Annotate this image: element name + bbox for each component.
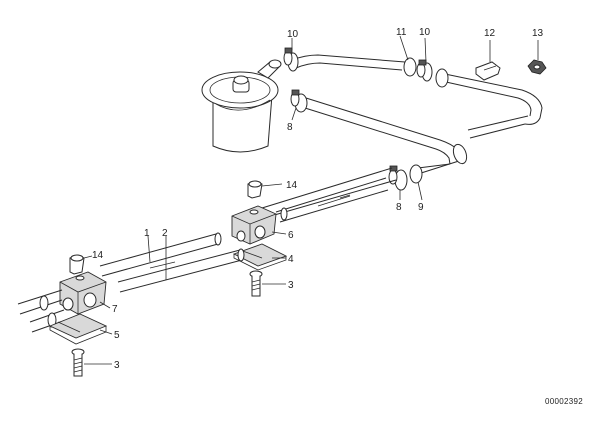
callout-2: 2 (162, 228, 168, 239)
push-nut (527, 59, 547, 75)
fuel-filter (201, 59, 282, 153)
callout-1: 1 (144, 228, 150, 239)
callout-14-upper: 14 (286, 180, 298, 191)
pipe-bracket-front (59, 271, 107, 315)
fuel-pipes-rear (261, 167, 397, 223)
clip-front (48, 313, 108, 345)
hose-clamp-upper-right (416, 59, 433, 82)
retaining-clip (475, 61, 501, 81)
hose-end-right (435, 68, 449, 88)
callout-labels: 10 11 10 12 13 8 8 9 14 6 4 3 1 2 14 7 5… (92, 27, 544, 371)
callout-9: 9 (418, 202, 424, 213)
return-hose-upper (291, 54, 543, 139)
callout-3-front: 3 (114, 360, 120, 371)
callout-12: 12 (484, 28, 496, 39)
grommet-lower (69, 254, 85, 275)
hose-clamp-upper-left (283, 47, 299, 72)
callout-8-lower: 8 (396, 202, 402, 213)
callout-8-filter: 8 (287, 122, 293, 133)
screw-middle (249, 270, 263, 297)
feed-hose-middle (304, 97, 468, 175)
grommet-upper (247, 180, 263, 199)
callout-14-lower: 14 (92, 250, 104, 261)
callout-5: 5 (114, 330, 120, 341)
callout-13: 13 (532, 28, 544, 39)
pipe-bracket-middle (231, 205, 277, 245)
callout-3-middle: 3 (288, 280, 294, 291)
hose-end-upper (403, 57, 417, 77)
callout-7: 7 (112, 304, 118, 315)
hose-clamp-filter-outlet (290, 89, 308, 113)
callout-10-upper-right: 10 (419, 27, 431, 38)
callout-10-upper-left: 10 (287, 29, 299, 40)
fuel-pipes-front (99, 232, 245, 293)
leader-lines (83, 35, 539, 365)
hose-clamp-lower-right (388, 164, 423, 191)
screw-front (71, 348, 85, 377)
callout-11: 11 (396, 27, 407, 38)
document-number: 00002392 (545, 397, 583, 406)
callout-6: 6 (288, 230, 294, 241)
callout-4: 4 (288, 254, 294, 265)
